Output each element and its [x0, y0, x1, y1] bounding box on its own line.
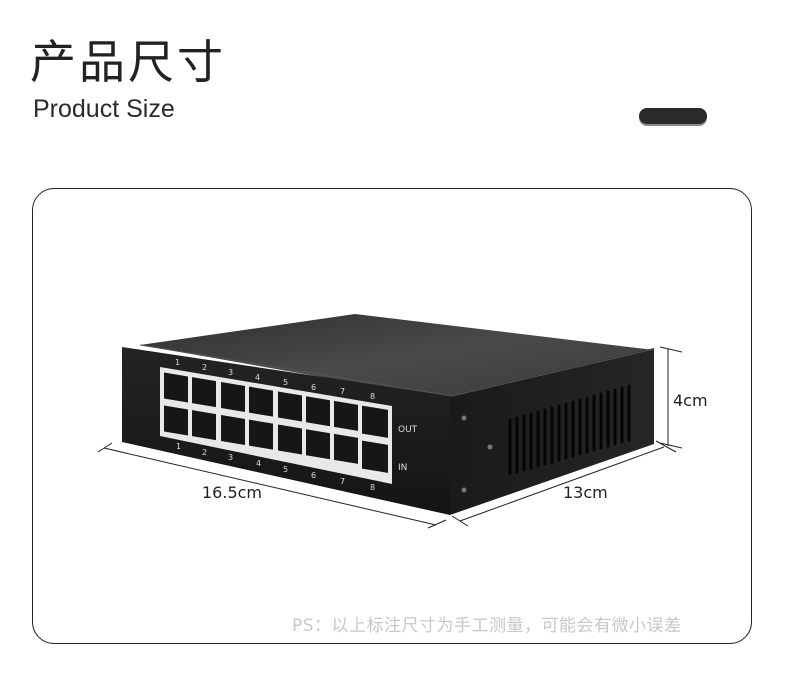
svg-text:3: 3 [228, 453, 233, 462]
port-numbers: 1 2 3 4 5 6 7 8 1 2 3 4 5 6 7 8 OUT IN [175, 358, 418, 492]
svg-text:8: 8 [370, 392, 375, 401]
page-title-cn: 产品尺寸 [30, 35, 226, 89]
decorative-pill-bar [639, 108, 707, 124]
measurement-footnote: PS：以上标注尺寸为手工测量，可能会有微小误差 [292, 616, 682, 636]
svg-text:3: 3 [228, 368, 233, 377]
dimension-width-label: 16.5cm [202, 483, 263, 502]
svg-text:6: 6 [311, 383, 316, 392]
dimension-depth-label: 13cm [563, 483, 608, 502]
svg-text:5: 5 [283, 378, 288, 387]
svg-text:4: 4 [255, 373, 260, 382]
svg-text:1: 1 [176, 442, 181, 451]
dimension-lines [97, 346, 683, 529]
svg-text:6: 6 [311, 471, 316, 480]
svg-text:2: 2 [202, 448, 207, 457]
vent-slots [508, 384, 631, 476]
svg-text:5: 5 [283, 465, 288, 474]
product-frame [32, 188, 752, 644]
svg-text:4: 4 [256, 459, 261, 468]
dimension-height-label: 4cm [673, 391, 708, 410]
svg-text:1: 1 [175, 358, 180, 367]
svg-text:8: 8 [370, 483, 375, 492]
port-row-in [164, 405, 388, 473]
svg-text:7: 7 [340, 387, 345, 396]
svg-text:7: 7 [340, 477, 345, 486]
svg-text:2: 2 [202, 363, 207, 372]
port-row-out [164, 372, 388, 438]
svg-text:IN: IN [398, 463, 407, 473]
svg-text:OUT: OUT [398, 425, 418, 435]
page-title-en: Product Size [33, 95, 175, 123]
